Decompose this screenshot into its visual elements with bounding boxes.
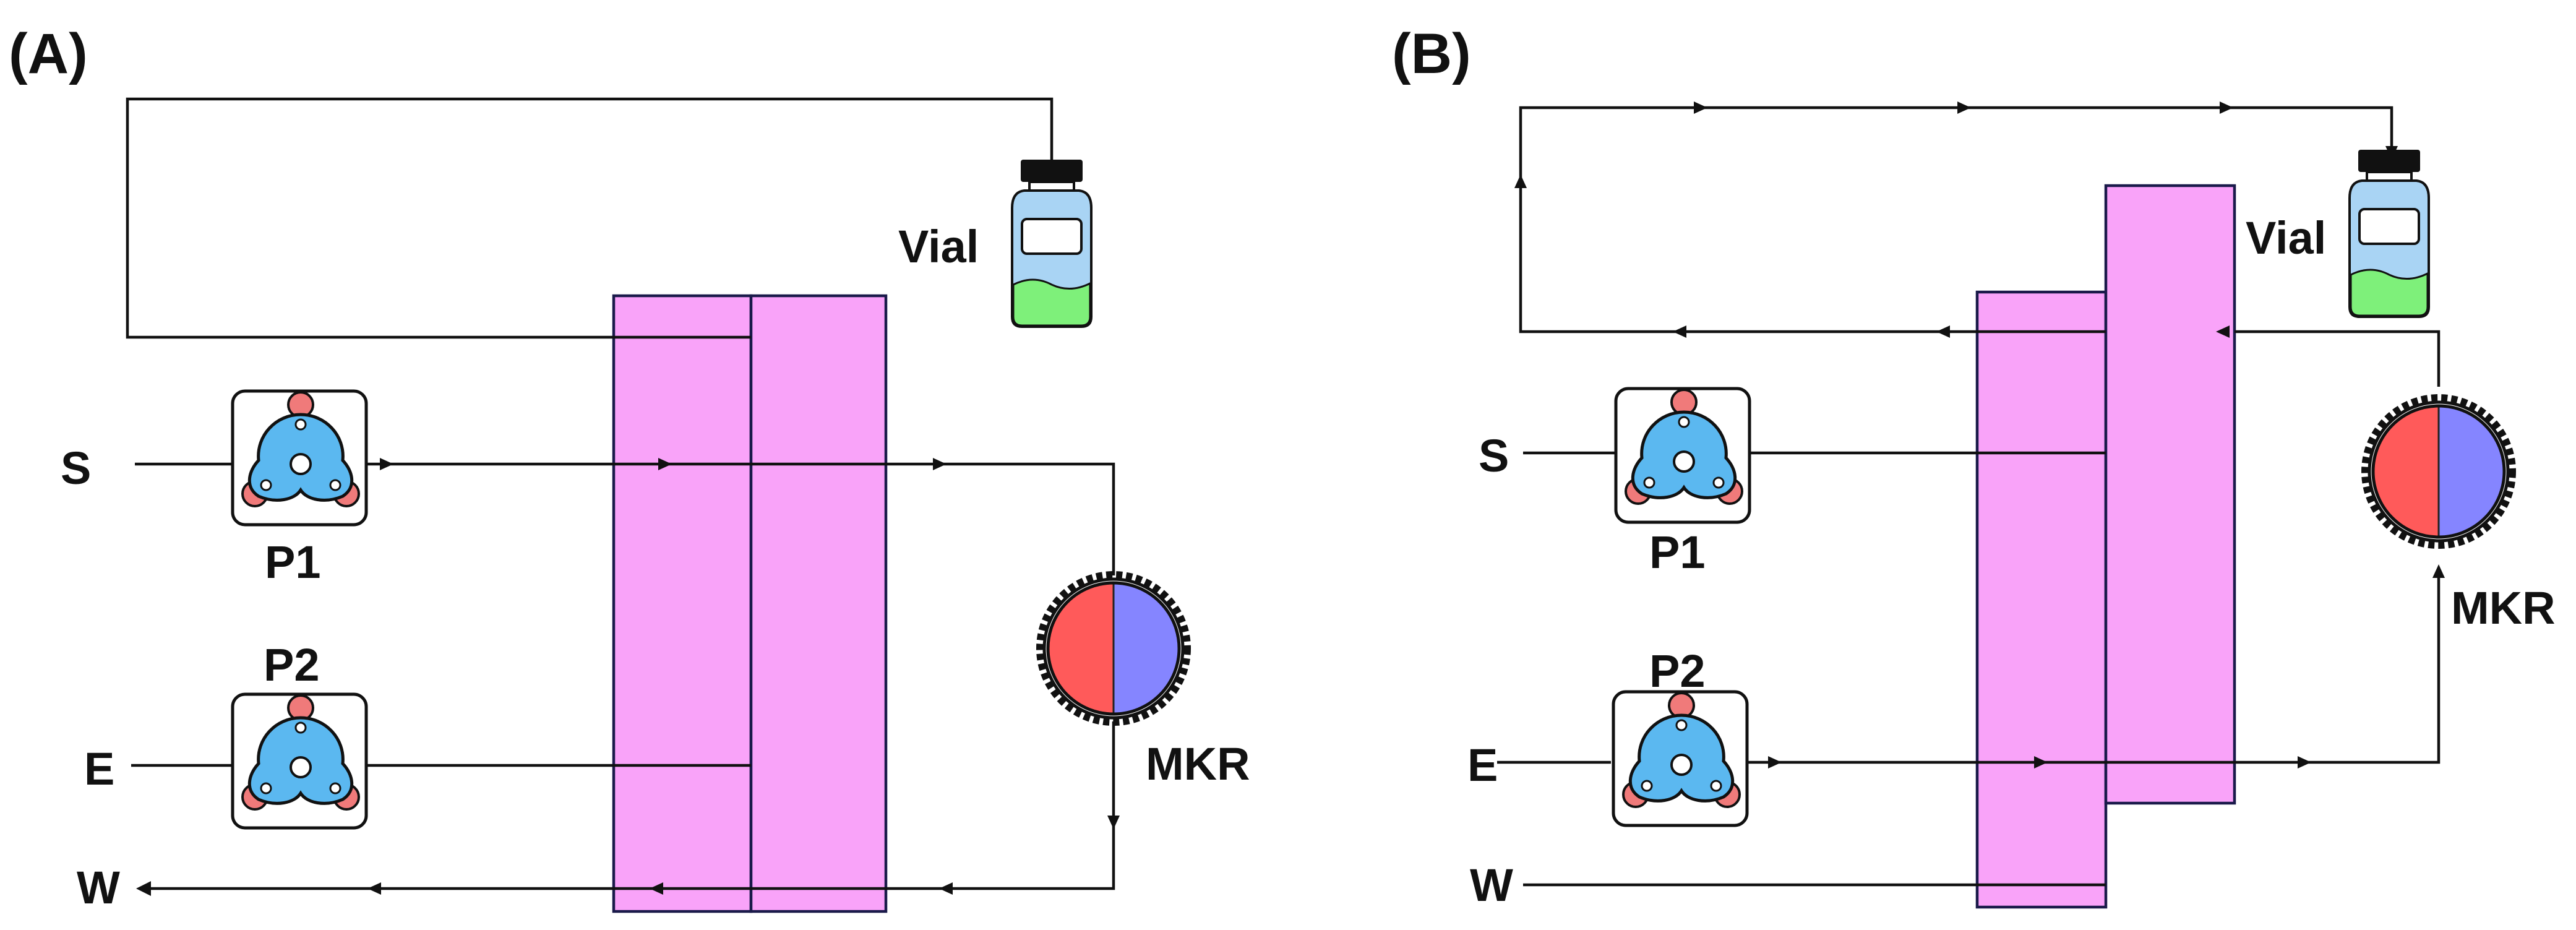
arrow-icon	[367, 882, 381, 895]
panel-a-outlet-w: W	[77, 862, 120, 913]
panel-b-column-left	[1975, 290, 2108, 909]
panel-b-pump-p1-label: P1	[1649, 527, 1706, 578]
panel-a-tubing	[126, 97, 1115, 890]
peristaltic-pump-icon	[1616, 389, 1750, 522]
panel-b-label: (B)	[1392, 22, 1471, 85]
panel-a-inlet-s: S	[61, 442, 91, 494]
panel-a-pump-p1-label: P1	[265, 536, 321, 588]
panel-b-inlet-s: S	[1479, 430, 1509, 481]
arrow-icon	[1107, 816, 1120, 829]
arrow-icon	[2216, 325, 2230, 338]
arrow-icon	[2432, 564, 2445, 578]
arrow-icon	[2298, 756, 2311, 769]
panel-b-inlet-e: E	[1467, 739, 1498, 791]
panel-a-vial-label: Vial	[898, 221, 979, 272]
arrow-icon	[650, 882, 663, 895]
arrow-icon	[933, 458, 947, 470]
arrow-icon	[136, 881, 151, 896]
panel-a-mixer-label: MKR	[1146, 738, 1250, 790]
panel-b-column-right	[2104, 184, 2236, 805]
mixer-icon	[2366, 398, 2512, 545]
arrow-icon	[1694, 101, 1707, 114]
panel-a-label: (A)	[9, 22, 88, 85]
vial-icon	[2348, 149, 2430, 318]
panel-b-vial-label: Vial	[2246, 212, 2326, 264]
panel-b-flow-arrows	[1514, 101, 2445, 769]
vial-icon	[1011, 158, 1093, 328]
panel-a: (A) S E W P1 P2	[9, 22, 1250, 913]
mixer-icon	[1041, 575, 1187, 721]
panel-b: (B) S	[1392, 22, 2556, 911]
panel-b-mixer-label: MKR	[2451, 582, 2556, 634]
arrow-icon	[939, 882, 953, 895]
arrow-icon	[1673, 325, 1686, 338]
arrow-icon	[1957, 101, 1971, 114]
peristaltic-pump-icon	[233, 694, 366, 828]
panel-a-column-right	[749, 294, 888, 913]
arrow-icon	[658, 458, 672, 470]
arrow-icon	[1768, 756, 1782, 769]
peristaltic-pump-icon	[233, 391, 366, 525]
arrow-icon	[1514, 174, 1527, 188]
panel-b-pump-p2-label: P2	[1649, 645, 1706, 697]
arrow-icon	[380, 458, 393, 470]
peristaltic-pump-icon	[1613, 692, 1747, 825]
panel-a-flow-arrows	[136, 458, 1120, 896]
arrow-icon	[2034, 756, 2048, 769]
arrow-icon	[2220, 101, 2233, 114]
arrow-icon	[1936, 325, 1950, 338]
panel-a-pump-p2-label: P2	[264, 639, 320, 691]
panel-b-outlet-w: W	[1470, 859, 1513, 911]
panel-a-column-left	[612, 294, 753, 913]
panel-b-tubing	[1497, 106, 2441, 887]
panel-a-inlet-e: E	[84, 743, 114, 794]
